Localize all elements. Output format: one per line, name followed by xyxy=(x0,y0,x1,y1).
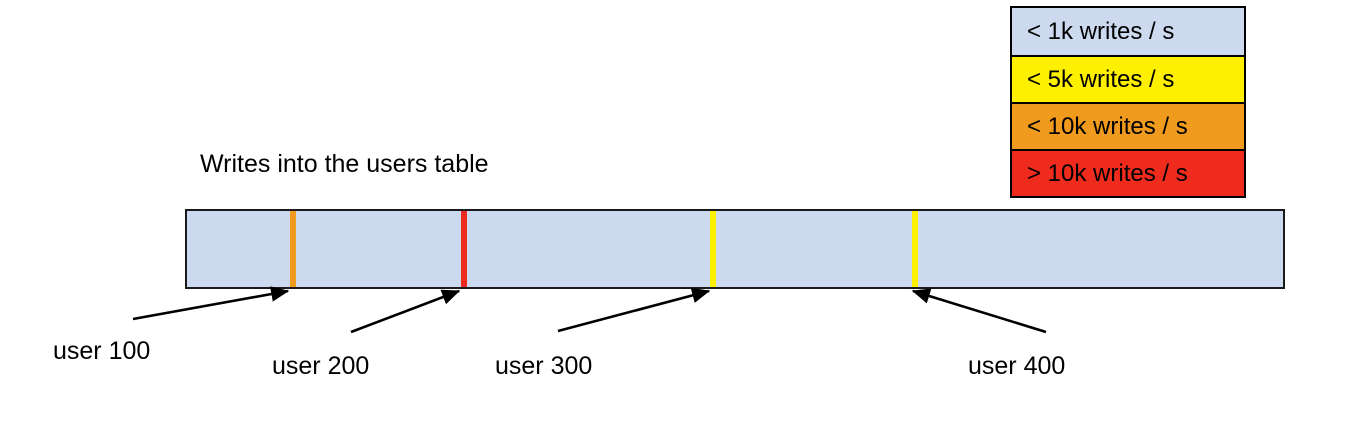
legend-item-label: < 5k writes / s xyxy=(1027,65,1175,93)
callout-label-user-200: user 200 xyxy=(272,352,370,380)
legend-item-label: < 1k writes / s xyxy=(1027,17,1175,45)
hot-row-stripe-user-200 xyxy=(461,211,467,287)
callout-label-user-100: user 100 xyxy=(53,337,151,365)
chart-title: Writes into the users table xyxy=(200,150,489,178)
hot-row-stripe-user-400 xyxy=(912,211,918,287)
legend-item-gt-10k: > 10k writes / s xyxy=(1012,149,1244,196)
callout-arrow-user-300 xyxy=(557,287,711,333)
callout-arrow-user-100 xyxy=(132,286,290,321)
callout-arrow-user-400 xyxy=(911,288,1047,334)
legend-item-label: < 10k writes / s xyxy=(1027,112,1188,140)
callout-label-user-300: user 300 xyxy=(495,352,593,380)
legend-item-lt-1k: < 1k writes / s xyxy=(1012,8,1244,55)
callout-arrow-user-200 xyxy=(350,289,461,334)
users-table-band xyxy=(185,209,1285,289)
legend-item-lt-10k: < 10k writes / s xyxy=(1012,102,1244,149)
legend: < 1k writes / s < 5k writes / s < 10k wr… xyxy=(1010,6,1246,198)
hot-row-stripe-user-300 xyxy=(710,211,716,287)
hot-row-stripe-user-100 xyxy=(290,211,296,287)
legend-item-label: > 10k writes / s xyxy=(1027,159,1188,187)
callout-label-user-400: user 400 xyxy=(968,352,1066,380)
legend-item-lt-5k: < 5k writes / s xyxy=(1012,55,1244,102)
